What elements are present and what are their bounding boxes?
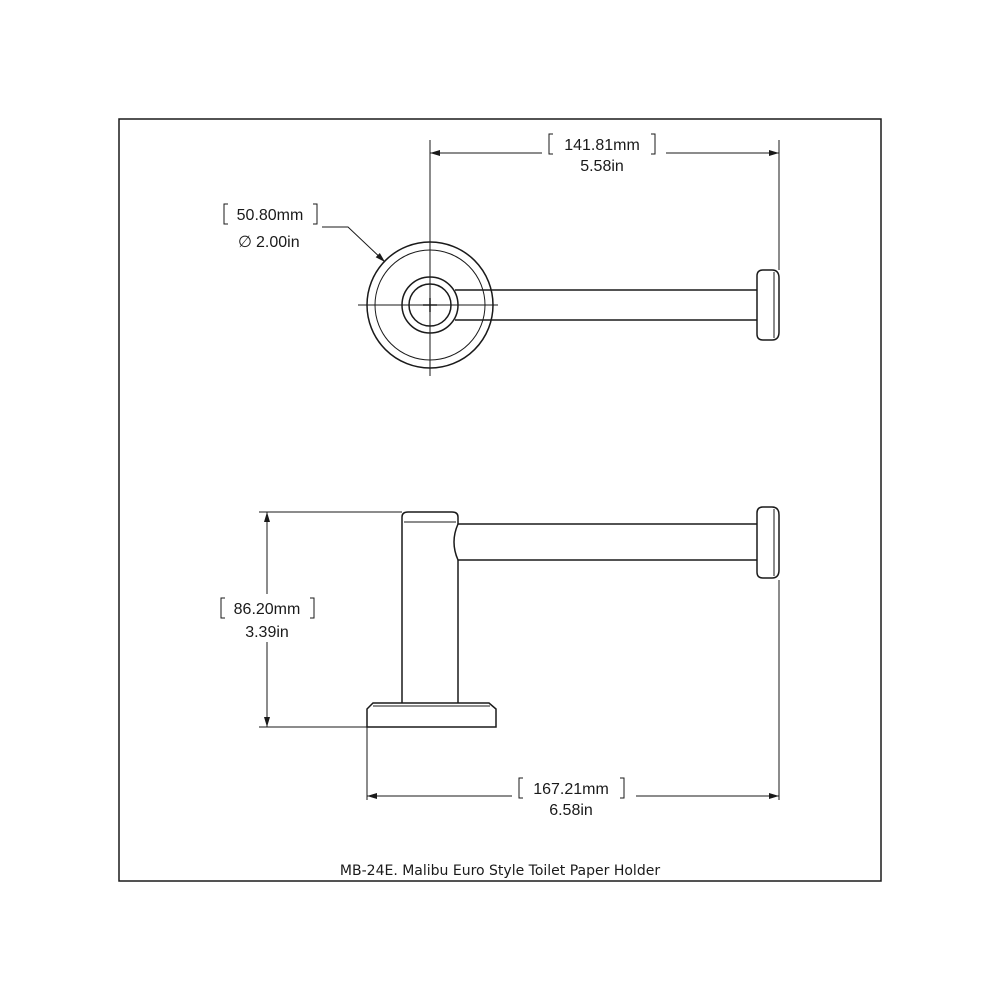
diameter-symbol: ∅ [238, 234, 252, 251]
side-view-post-top [401, 511, 459, 524]
drawing-title: MB-24E. Malibu Euro Style Toilet Paper H… [340, 863, 660, 879]
side-view-base [366, 702, 497, 728]
dim-bottom-length-mm: 167.21mm [533, 781, 609, 798]
side-view-end-cap [756, 506, 780, 579]
dim-top-length-in: 5.58in [580, 158, 624, 175]
side-view [366, 506, 780, 728]
dim-bottom-length-in: 6.58in [549, 802, 593, 819]
dim-bottom-length: 167.21mm 6.58in [366, 580, 780, 819]
dim-top-length: 141.81mm 5.58in [429, 133, 780, 270]
dim-diameter-in: 2.00in [256, 234, 300, 251]
top-view [358, 232, 780, 376]
side-view-elbow [453, 523, 459, 561]
dim-height-in: 3.39in [245, 624, 289, 641]
dim-diameter-mm: 50.80mm [237, 207, 304, 224]
dim-top-length-mm: 141.81mm [564, 137, 640, 154]
dim-diameter: 50.80mm ∅ 2.00in [223, 203, 386, 263]
dim-height: 86.20mm 3.39in [220, 511, 402, 728]
dim-height-mm: 86.20mm [234, 601, 301, 618]
drawing-frame [118, 118, 882, 882]
top-view-end-cap [756, 269, 780, 341]
